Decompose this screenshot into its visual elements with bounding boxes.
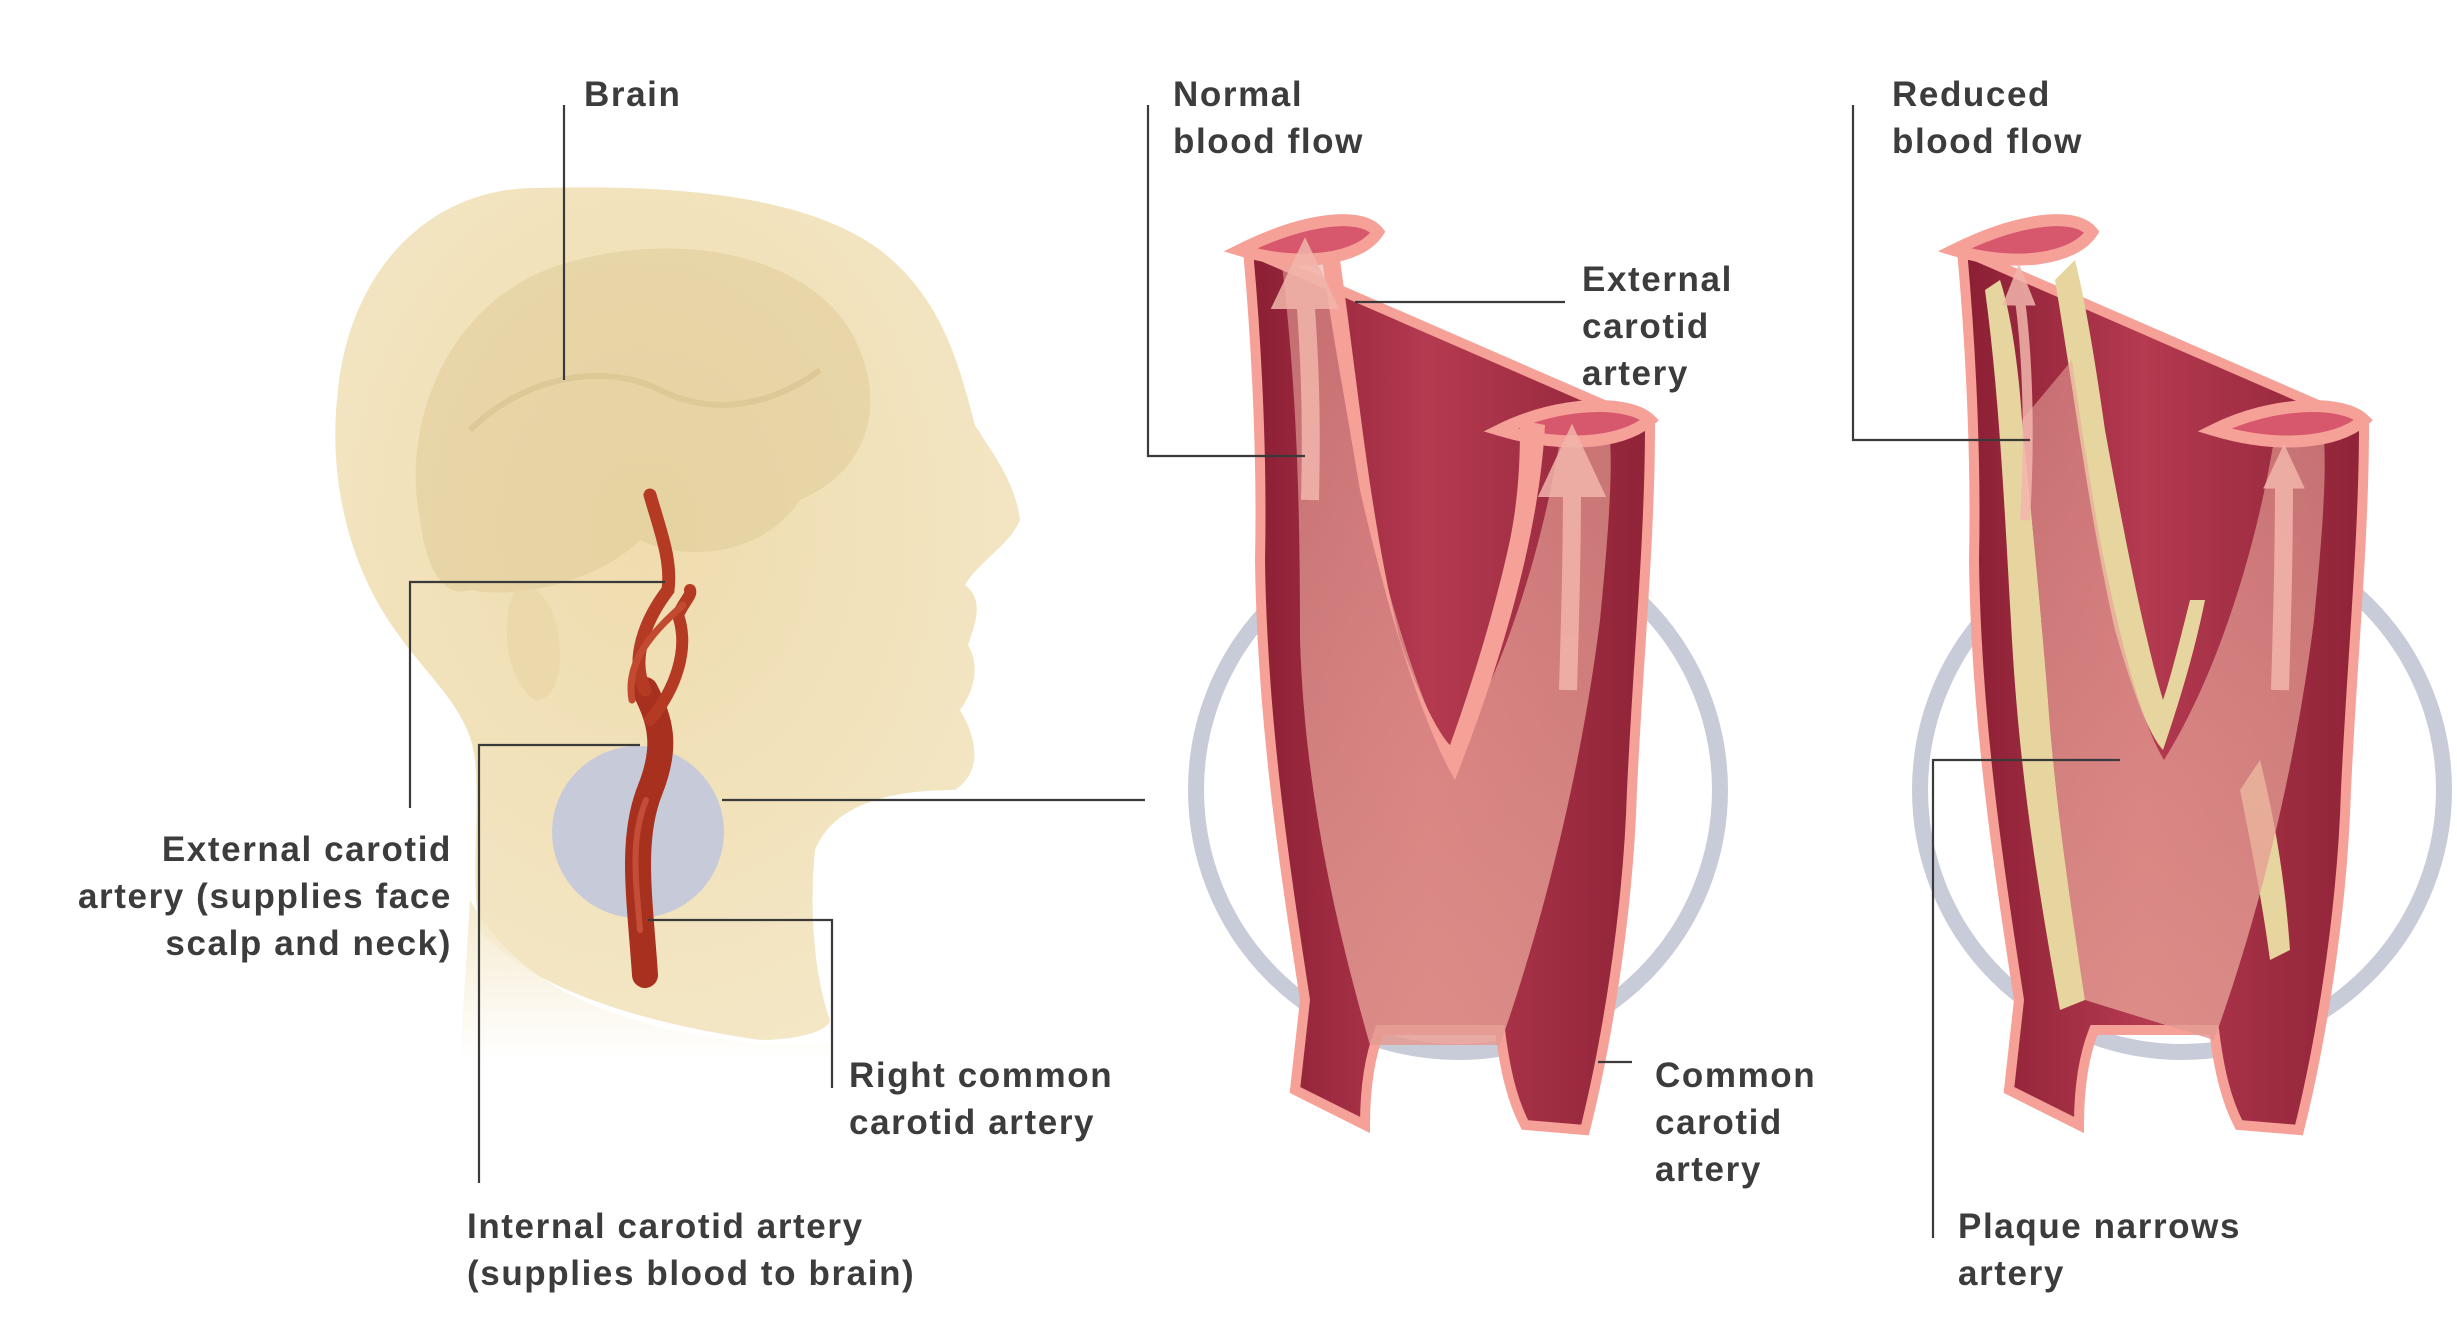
- flow-arrows-reduced: [2002, 263, 2305, 691]
- label-internal-carotid: Internal carotid artery (supplies blood …: [467, 1207, 915, 1293]
- svg-text:scalp and neck): scalp and neck): [165, 924, 452, 963]
- svg-text:Normal: Normal: [1173, 75, 1303, 114]
- leader-internal: [477, 743, 640, 1183]
- plaque-external-opening: [2197, 400, 2373, 448]
- plaque-deposit: [1985, 280, 2085, 1010]
- svg-text:blood flow: blood flow: [1892, 122, 2083, 161]
- svg-text:artery (supplies face: artery (supplies face: [78, 877, 452, 916]
- normal-artery-illustration: [1188, 214, 1728, 1136]
- label-plaque-narrows: Plaque narrows artery: [1958, 1207, 2241, 1293]
- narrowed-artery-illustration: [1912, 214, 2452, 1136]
- leader-normal-flow: [1146, 105, 1305, 458]
- neck-arteries: [625, 488, 697, 988]
- internal-branch-opening: [1223, 214, 1386, 266]
- svg-text:artery: artery: [1655, 1150, 1762, 1189]
- svg-text:carotid: carotid: [1655, 1103, 1783, 1142]
- head-illustration: [335, 187, 1021, 1060]
- label-brain: Brain: [584, 75, 681, 114]
- leader-lines: [408, 105, 2120, 1238]
- flow-arrows-normal: [1270, 237, 1607, 691]
- svg-text:Plaque narrows: Plaque narrows: [1958, 1207, 2241, 1246]
- svg-text:Common: Common: [1655, 1056, 1816, 1095]
- label-reduced-blood-flow: Reduced blood flow: [1892, 75, 2083, 161]
- neck-fade: [460, 900, 830, 1060]
- plaque-inner-channel: [2022, 360, 2325, 1040]
- svg-text:Internal carotid artery: Internal carotid artery: [467, 1207, 864, 1246]
- svg-text:blood flow: blood flow: [1173, 122, 1364, 161]
- leader-external-left: [408, 580, 665, 808]
- artery-inner-channel: [1282, 255, 1611, 1045]
- svg-text:carotid artery: carotid artery: [849, 1103, 1095, 1142]
- label-normal-blood-flow: Normal blood flow: [1173, 75, 1364, 161]
- svg-text:External: External: [1582, 260, 1733, 299]
- svg-text:(supplies blood to brain): (supplies blood to brain): [467, 1254, 915, 1293]
- labels: Brain External carotid artery (supplies …: [78, 75, 2241, 1293]
- leader-right-common: [648, 918, 834, 1088]
- svg-text:artery: artery: [1958, 1254, 2065, 1293]
- plaque-internal-opening: [1937, 214, 2100, 266]
- ear: [506, 586, 560, 700]
- plaque-deposit-crotch: [2055, 260, 2205, 750]
- svg-text:External carotid: External carotid: [162, 830, 452, 869]
- brain-fold: [467, 367, 822, 433]
- svg-text:Right common: Right common: [849, 1056, 1113, 1095]
- leader-plaque: [1931, 758, 2120, 1238]
- label-external-carotid-mid: External carotid artery: [1582, 260, 1733, 393]
- svg-text:carotid: carotid: [1582, 307, 1710, 346]
- bifurcation-crotch: [1322, 258, 1545, 780]
- leader-reduced-flow: [1851, 105, 2030, 442]
- label-external-carotid-left: External carotid artery (supplies face s…: [78, 830, 452, 963]
- label-right-common-carotid: Right common carotid artery: [849, 1056, 1113, 1142]
- label-common-carotid: Common carotid artery: [1655, 1056, 1816, 1189]
- svg-text:Reduced: Reduced: [1892, 75, 2051, 114]
- svg-text:artery: artery: [1582, 354, 1689, 393]
- brain-shadow: [415, 248, 871, 593]
